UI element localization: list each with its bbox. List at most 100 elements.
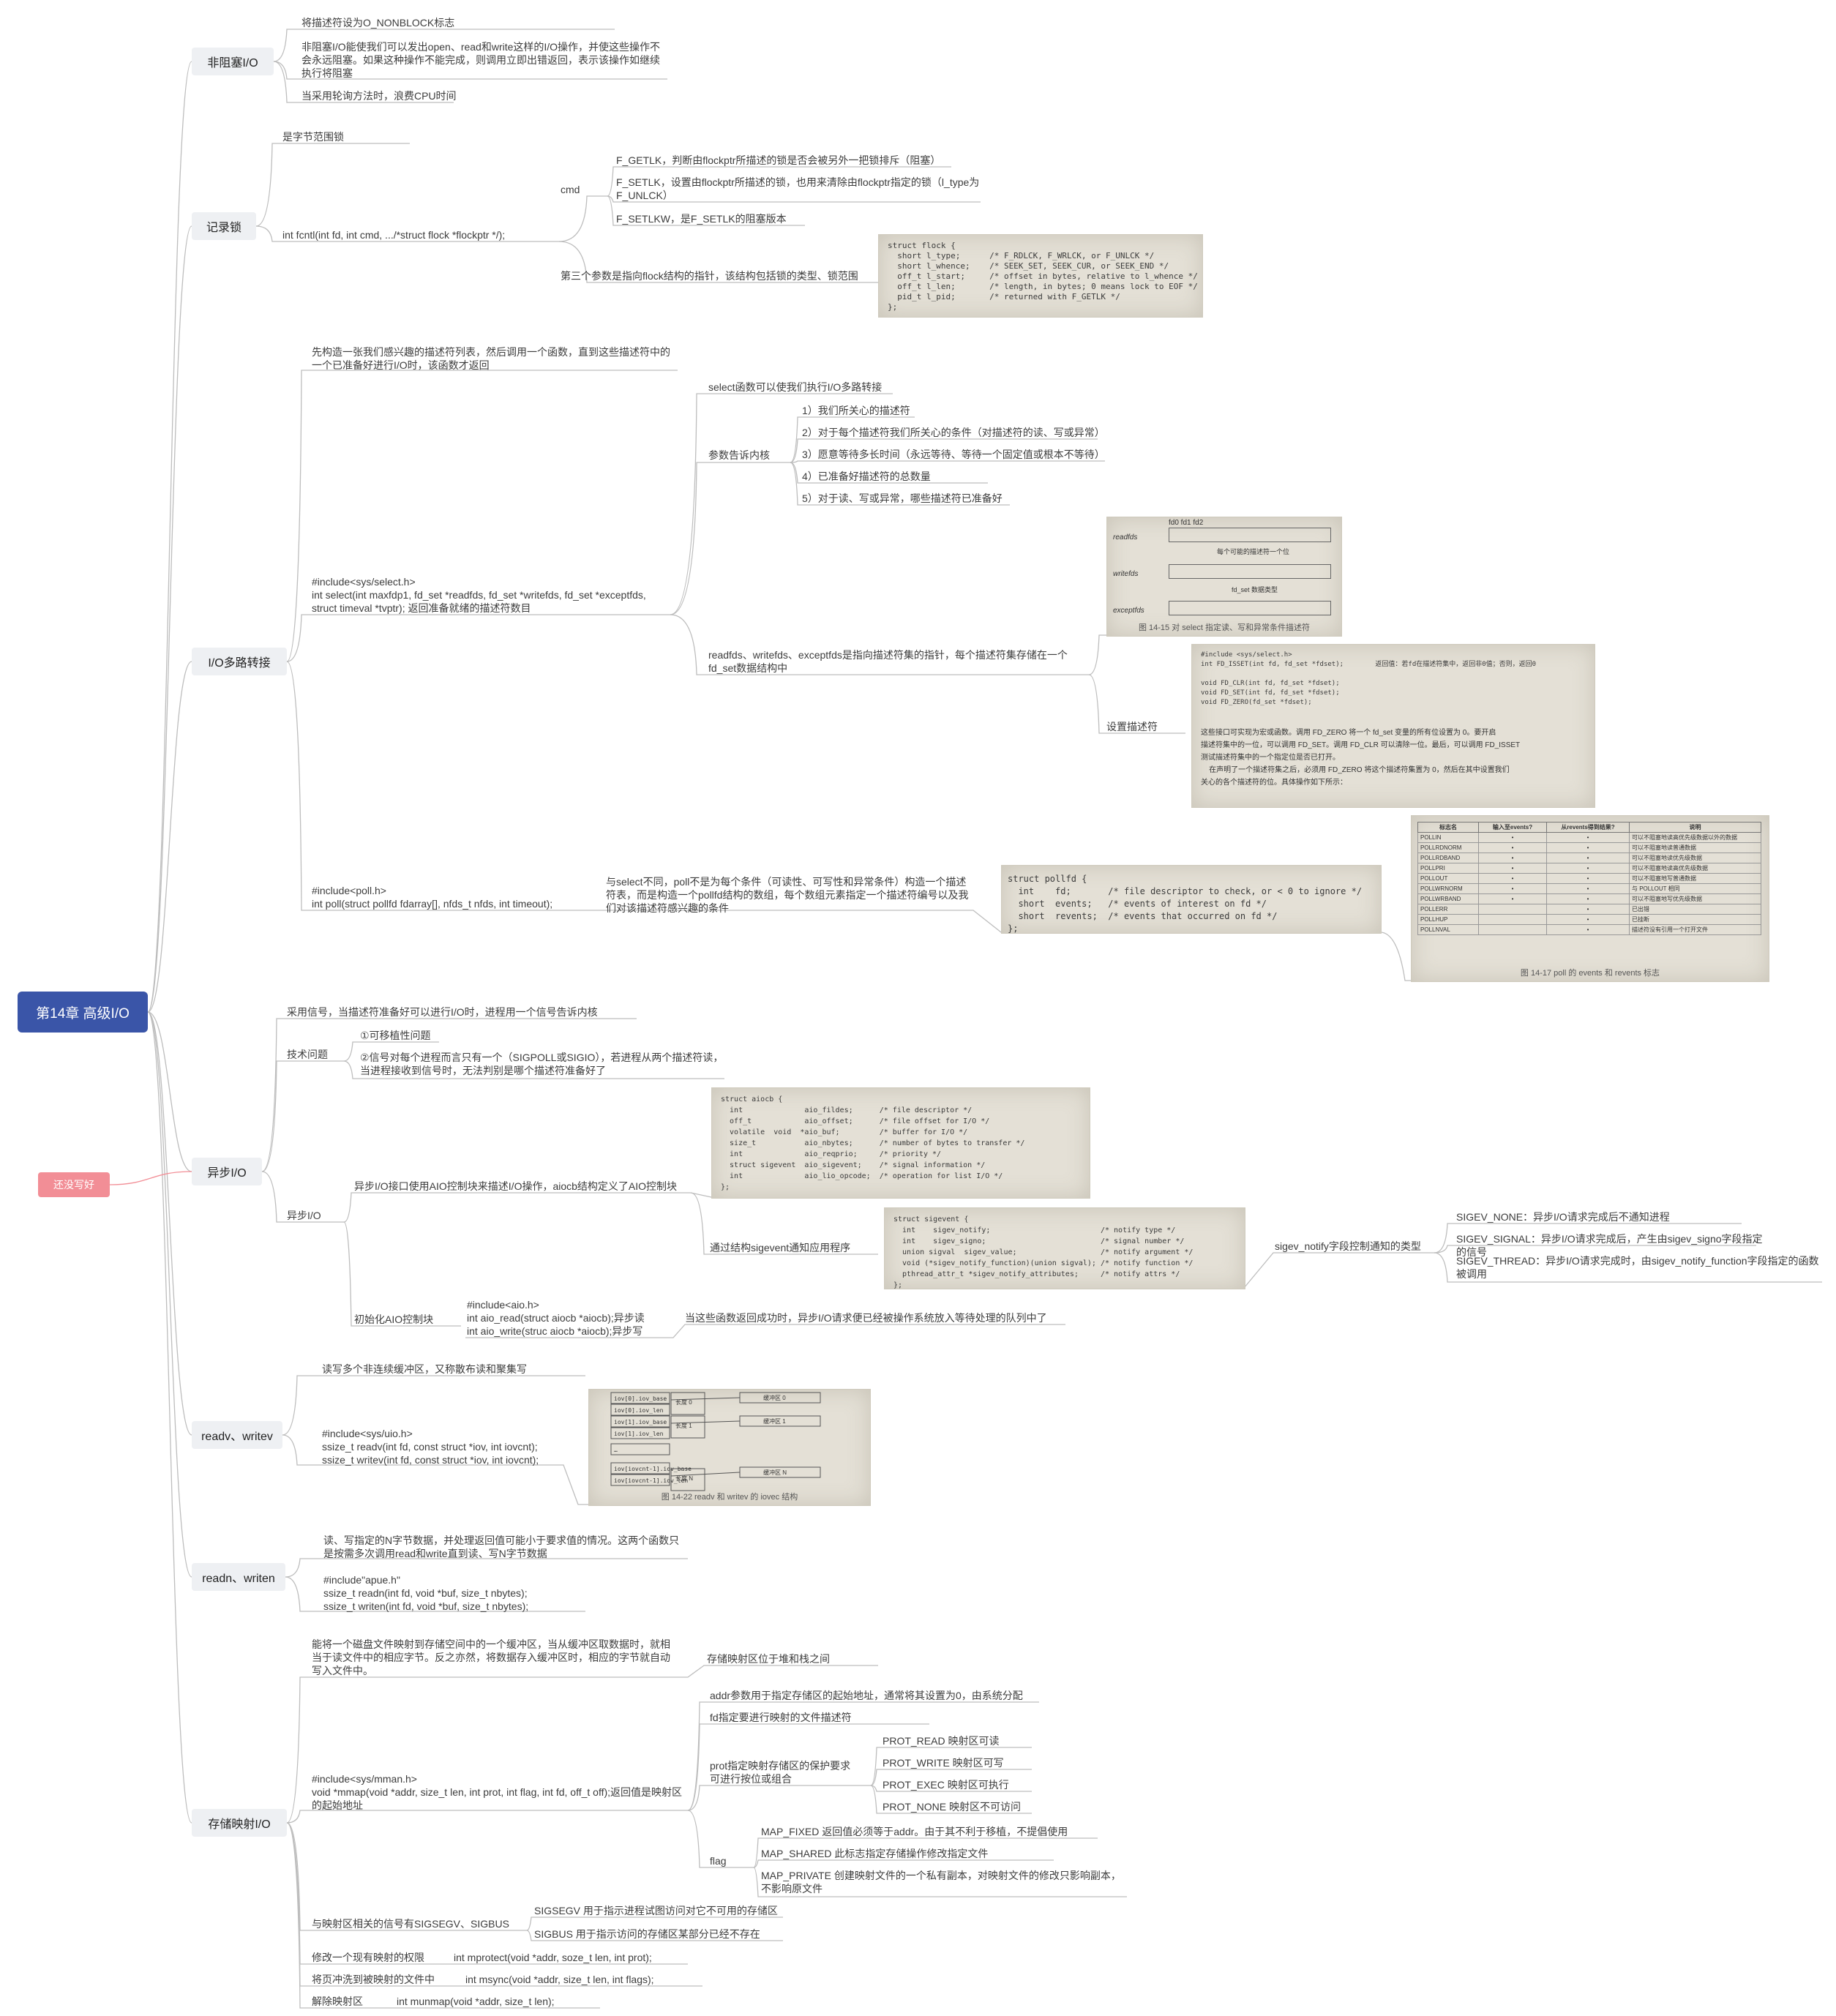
iovec-diagram: iov[0].iov_baseiov[0].iov_leniov[1].iov_… xyxy=(610,1392,821,1491)
section-record-lock[interactable]: 记录锁 xyxy=(192,212,256,240)
connector-line xyxy=(286,1822,688,1965)
iovec-field-label: iov[1].iov_len xyxy=(614,1431,664,1437)
connector-line xyxy=(147,1011,192,1824)
table-cell: POLLERR xyxy=(1417,904,1479,915)
table-cell xyxy=(1478,904,1547,915)
poll-desc: 与select不同，poll不是为每个条件（可读性、可写性和异常条件）构造一个描… xyxy=(606,876,969,914)
pollfd-code: struct pollfd { int fd; /* file descript… xyxy=(1008,874,1363,934)
iovec-length-box xyxy=(670,1392,705,1415)
section-readv-writev[interactable]: readv、writev xyxy=(192,1421,282,1449)
mprotect-label: 修改一个现有映射的权限 xyxy=(312,1952,424,1963)
set-desc-label: 设置描述符 xyxy=(1106,721,1158,732)
section-mmap-io[interactable]: 存储映射I/O xyxy=(192,1809,287,1837)
fig15-caption: 图 14-15 对 select 指定读、写和异常条件描述符 xyxy=(1138,623,1311,632)
table-cell xyxy=(1478,914,1547,925)
table-row: POLLERR•已出错 xyxy=(1417,904,1761,915)
connector-line xyxy=(670,462,790,615)
connector-line xyxy=(261,1018,637,1172)
table-cell: • xyxy=(1478,832,1547,843)
iovec-cell xyxy=(610,1474,670,1486)
notify-item: SIGEV_NONE：异步I/O请求完成后不通知进程 xyxy=(1456,1211,1670,1223)
connector-line xyxy=(261,1171,344,1223)
connector-line xyxy=(286,1822,600,2009)
fdset-desc: readfds、writefds、exceptfds是指向描述符集的指针，每个描… xyxy=(708,649,1068,674)
prot-label: prot指定映射存储区的保护要求 可进行按位或组合 xyxy=(710,1760,851,1785)
mmap-signature: #include<sys/mman.h> void *mmap(void *ad… xyxy=(312,1773,683,1811)
record-lock-scope: 是字节范围锁 xyxy=(282,131,344,143)
iovec-cell xyxy=(610,1404,670,1416)
aio-init-desc: 当这些函数返回成功时，异步I/O请求便已经被操作系统放入等待处理的队列中了 xyxy=(685,1312,1047,1324)
iovec-field-label: iov[iovcnt-1].iov_base xyxy=(614,1466,692,1472)
table-cell: POLLOUT xyxy=(1417,873,1479,884)
connector-line xyxy=(286,1665,878,1824)
connector-line xyxy=(870,1785,1032,1814)
poll-flags-table: 标志名 输入至events? 从revents得到结果? 说明 POLLIN••… xyxy=(1417,822,1761,935)
param-item: 3）愿意等待多长时间（永远等待、等待一个固定值或根本不等待） xyxy=(802,449,1105,460)
pointer-arrow xyxy=(670,1420,741,1424)
table-cell: • xyxy=(1546,842,1630,853)
connector-line xyxy=(1088,634,1341,675)
section-io-multiplexing[interactable]: I/O多路转接 xyxy=(192,648,287,675)
aiocb-code: struct aiocb { int aio_fildes; /* file d… xyxy=(721,1095,1025,1191)
nonblocking-item: 将描述符设为O_NONBLOCK标志 xyxy=(301,17,455,29)
table-cell: • xyxy=(1546,832,1630,843)
select-fdset-figure: fd0 fd1 fd2 readfds writefds exceptfds 每… xyxy=(1106,517,1342,637)
buffer-label: 缓冲区 0 xyxy=(763,1394,786,1401)
fd-macros-figure: #include <sys/select.h> int FD_ISSET(int… xyxy=(1191,644,1595,808)
table-row: POLLPRI••可以不阻塞地读高优先级数据 xyxy=(1417,863,1761,874)
connector-line xyxy=(147,225,192,1013)
table-cell: • xyxy=(1546,873,1630,884)
connector-line xyxy=(147,1011,192,1436)
mmap-intro: 能将一个磁盘文件映射到存储空间中的一个缓冲区，当从缓冲区取数据时，就相当于读文件… xyxy=(312,1638,670,1676)
mmap-region: 存储映射区位于堆和栈之间 xyxy=(707,1653,830,1665)
table-cell: 描述符没有引用一个打开文件 xyxy=(1629,924,1761,935)
table-cell: 已挂断 xyxy=(1629,914,1761,925)
readv-desc: 读写多个非连续缓冲区，又称散布读和聚集写 xyxy=(322,1363,527,1375)
cmd-label: cmd xyxy=(561,184,580,195)
table-row: POLLHUP•已挂断 xyxy=(1417,914,1761,925)
async-signal: 采用信号，当描述符准备好可以进行I/O时，进程用一个信号告诉内核 xyxy=(287,1006,598,1018)
iovec-field-label: iov[1].iov_base xyxy=(614,1419,667,1425)
select-signature: #include<sys/select.h> int select(int ma… xyxy=(312,576,646,614)
table-cell: POLLWRBAND xyxy=(1417,893,1479,904)
connector-line xyxy=(790,462,1010,506)
fig15-bitrow xyxy=(1169,601,1331,615)
table-cell: 可以不阻塞地读普通数据 xyxy=(1629,842,1761,853)
iovec-length-label: 长度 0 xyxy=(675,1398,692,1406)
connector-line xyxy=(607,195,805,226)
iovec-length-label: 长度 1 xyxy=(675,1422,692,1429)
connector-line xyxy=(109,1171,192,1185)
table-cell: 已出错 xyxy=(1629,904,1761,915)
connector-line xyxy=(286,661,604,911)
flag-item: MAP_SHARED 此标志指定存储操作修改指定文件 xyxy=(761,1848,989,1859)
fig15-bitrow xyxy=(1169,564,1331,579)
connector-line xyxy=(343,1221,446,1327)
section-readn-writen[interactable]: readn、writen xyxy=(192,1563,285,1591)
fd-macros-text: 这些接口可实现为宏或函数。调用 FD_ZERO 将一个 fd_set 变量的所有… xyxy=(1201,729,1521,787)
root-node[interactable]: 第14章 高级I/O xyxy=(18,992,148,1033)
table-cell: • xyxy=(1546,883,1630,894)
table-cell: POLLIN xyxy=(1417,832,1479,843)
connector-line xyxy=(286,370,678,662)
pollfd-struct-image: struct pollfd { int fd; /* file descript… xyxy=(1001,865,1382,934)
table-cell: 可以不阻塞地写普通数据 xyxy=(1629,873,1761,884)
section-nonblocking[interactable]: 非阻塞I/O xyxy=(192,48,274,75)
flag-item: MAP_PRIVATE 创建映射文件的一个私有副本，对映射文件的修改只影响副本，… xyxy=(761,1870,1121,1895)
section-async-io[interactable]: 异步I/O xyxy=(192,1158,262,1185)
mmap-addr: addr参数用于指定存储区的起始地址，通常将其设置为0，由系统分配 xyxy=(710,1690,1023,1701)
connector-line xyxy=(558,241,871,283)
table-cell: POLLRDNORM xyxy=(1417,842,1479,853)
table-cell: • xyxy=(1478,883,1547,894)
table-header-row: 标志名 输入至events? 从revents得到结果? 说明 xyxy=(1417,822,1761,833)
sigevent-desc: 通过结构sigevent通知应用程序 xyxy=(710,1242,851,1254)
table-cell: 可以不阻塞地写优先级数据 xyxy=(1629,893,1761,904)
table-cell: POLLRDBAND xyxy=(1417,853,1479,863)
sigevent-struct-image: struct sigevent { int sigev_notify; /* n… xyxy=(884,1207,1245,1289)
connector-line xyxy=(687,1723,929,1811)
iovec-field-label: … xyxy=(614,1447,618,1453)
note-tag[interactable]: 还没写好 xyxy=(38,1172,110,1197)
